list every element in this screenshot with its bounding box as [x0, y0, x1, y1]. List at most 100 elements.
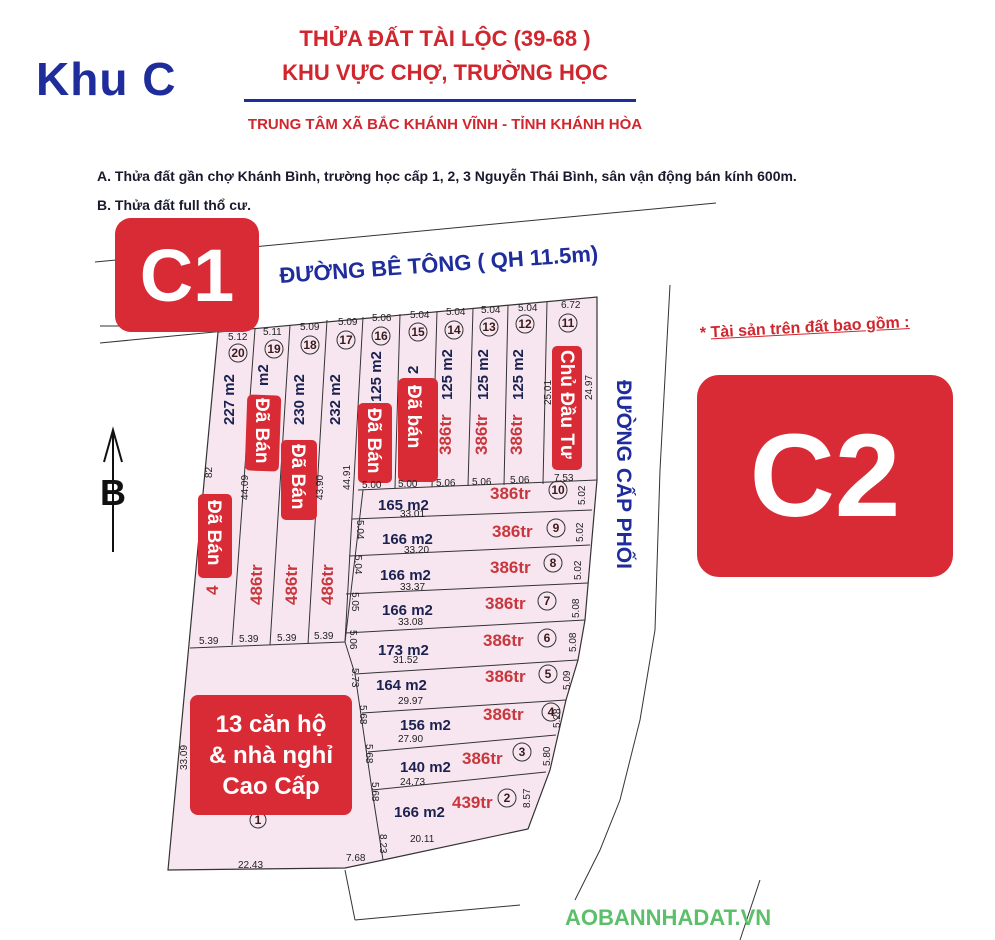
- lot-left-dim: 5.05: [349, 592, 360, 612]
- lot-number-circle: [541, 702, 561, 722]
- lot-length-dim: 33.20: [404, 545, 429, 556]
- lot-number-circle: [537, 628, 557, 648]
- lot-edge-line: [739, 879, 761, 940]
- lot-number-circle: [336, 330, 356, 350]
- apartment-line-3: Cao Cấp: [222, 772, 320, 800]
- lot-number-circle: [479, 317, 499, 337]
- lot-area: 166 m2: [380, 567, 431, 584]
- subtitle: TRUNG TÂM XÃ BẮC KHÁNH VĨNH - TỈNH KHÁNH…: [247, 116, 643, 133]
- lot-left-dim: 5.68: [363, 744, 374, 764]
- lot-right-dim: 8.57: [522, 788, 533, 808]
- lot-number: 8: [550, 556, 557, 570]
- top-lot-numbers: [228, 313, 578, 363]
- lot-front-dim: 5.04: [518, 303, 538, 314]
- dim: 33.09: [179, 745, 190, 770]
- lot-front-dim: 5.09: [300, 322, 320, 333]
- road-top-label: ĐƯỜNG BÊ TÔNG ( QH 11.5m): [279, 241, 599, 288]
- sold-badge: [358, 403, 392, 483]
- lot-price: 386tr: [483, 631, 524, 650]
- lot-right-dim: 5.09: [562, 670, 573, 690]
- lot-area: 140 m2: [400, 759, 451, 776]
- zone-label: Khu C: [36, 53, 177, 105]
- lot-number-circle: [444, 320, 464, 340]
- lot-number: 7: [544, 594, 551, 608]
- investor-badge: [552, 346, 582, 470]
- lot-number: 16: [374, 329, 388, 343]
- lot-right-dim: 5.08: [571, 598, 582, 618]
- lot-front-dim: 5.04: [481, 305, 501, 316]
- lot-right-dim: 5.80: [542, 746, 553, 766]
- lot-length-dim: 29.97: [398, 696, 423, 707]
- dim: 5.39: [277, 633, 297, 644]
- title-line-2: KHU VỰC CHỢ, TRƯỜNG HỌC: [282, 60, 608, 85]
- lot-left-dim: 5.68: [357, 705, 368, 725]
- dim: 5.06: [472, 477, 492, 488]
- lot-length-dim: 31.52: [393, 655, 418, 666]
- apartment-line-2: & nhà nghỉ: [209, 741, 333, 769]
- dim: 5.00: [362, 480, 382, 491]
- lot-dividers: [189, 301, 598, 861]
- lot-area: 156 m2: [400, 717, 451, 734]
- lot-price: 386tr: [490, 484, 531, 503]
- lot-number: 10: [551, 483, 565, 497]
- lot-price: 386tr: [436, 414, 455, 455]
- lot-length-dim: 33.37: [400, 582, 425, 593]
- lot-number: 15: [411, 325, 425, 339]
- dim: 22.43: [238, 860, 263, 871]
- lot-area: 2: [405, 366, 422, 374]
- sold-badges: Đã Bán Đã Bán Đã Bán Đã Bán Đã bán Chủ Đ…: [198, 346, 582, 578]
- lot-area: 125 m2: [510, 349, 527, 400]
- dim: 44.91: [342, 465, 353, 490]
- dim: 5.39: [199, 636, 219, 647]
- lot-number-circle: [543, 553, 563, 573]
- lot-price: 386tr: [472, 414, 491, 455]
- lot-front-dim: 5.06: [372, 313, 392, 324]
- lot-number-circle: [408, 322, 428, 342]
- lot-front-dim: 6.72: [561, 300, 581, 311]
- lot-number: 18: [303, 338, 317, 352]
- lot-price: 386tr: [462, 749, 503, 768]
- lot-number: 13: [482, 320, 496, 334]
- lot-edge-line: [344, 869, 356, 921]
- lot-number-circle: [228, 343, 248, 363]
- lot-left-dim: 5.04: [352, 555, 363, 575]
- note-b: B. Thửa đất full thổ cư.: [97, 197, 252, 213]
- lot-number-circle: [546, 518, 566, 538]
- lot-price: 486tr: [318, 564, 337, 605]
- lot-number-circle: [538, 664, 558, 684]
- lot-price: 386tr: [485, 594, 526, 613]
- sold-label: Đã bán: [403, 385, 424, 448]
- apartment-line-1: 13 căn hộ: [215, 710, 327, 738]
- road-edge-bottom: [99, 330, 226, 344]
- road-edge-right: [574, 284, 671, 901]
- lot-number: 6: [544, 631, 551, 645]
- lot-number-circle: [371, 326, 391, 346]
- lot-price-partial: 4: [203, 585, 222, 595]
- lot-right-dim: 5.28: [552, 708, 563, 728]
- sold-badge: [244, 394, 282, 472]
- north-label: B: [100, 472, 126, 513]
- lot-number: 3: [519, 745, 526, 759]
- lot-left-dim: 5.04: [354, 520, 365, 540]
- lot-price: 439tr: [452, 793, 493, 812]
- lot-front-dim: 5.04: [446, 307, 466, 318]
- dim: 7.68: [346, 853, 366, 864]
- lot-right-dim: 5.08: [568, 632, 579, 652]
- apartment-badge: 13 căn hộ & nhà nghỉ Cao Cấp: [190, 695, 352, 815]
- lot-number-circle: [264, 339, 284, 359]
- lot-area: 125 m2: [439, 349, 456, 400]
- road-right-label: ĐƯỜNG CẤP PHỐI: [612, 380, 636, 569]
- dim: 43.90: [315, 475, 326, 500]
- lot-area: 166 m2: [382, 531, 433, 548]
- lot-area: 165 m2: [378, 497, 429, 514]
- lot-right-dim: 5.02: [575, 522, 586, 542]
- lot-price: 486tr: [282, 564, 301, 605]
- investor-label: Chủ Đầu Tư: [556, 350, 577, 459]
- dim: 24.97: [584, 375, 595, 400]
- lot-area: 166 m2: [394, 804, 445, 821]
- block-c1-badge: C1: [115, 218, 259, 332]
- dim: 5.06: [510, 475, 530, 486]
- lot-area: 164 m2: [376, 677, 427, 694]
- lot-right-dim: 5.02: [577, 485, 588, 505]
